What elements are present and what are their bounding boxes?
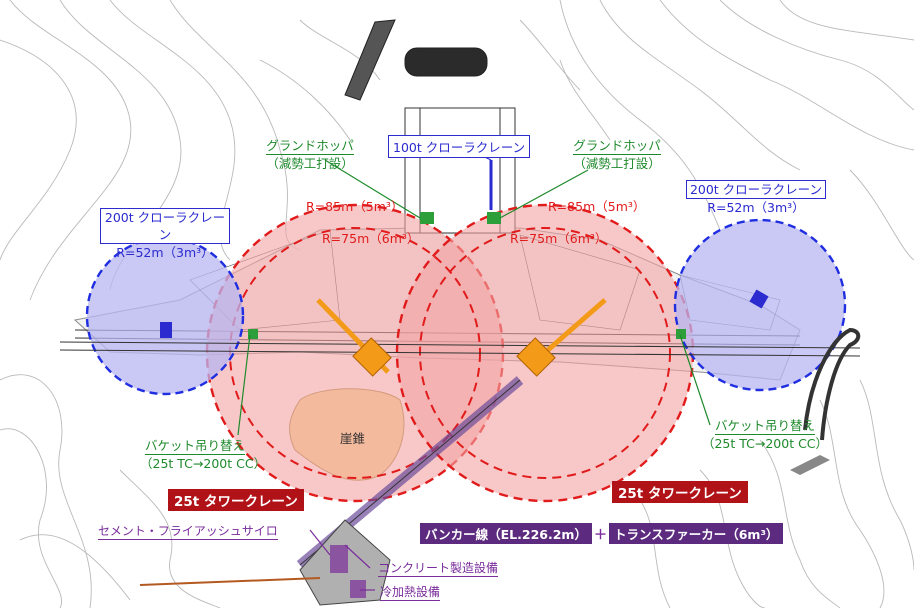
bucket-right-sub: （25t TC→200t CC）: [701, 436, 829, 451]
bucket-left-title: バケット吊り替え: [144, 438, 245, 455]
talus-label: 崖錐: [340, 431, 366, 446]
hopper-right-title: グランドホッパ: [573, 138, 661, 155]
leader-lines: [237, 149, 711, 591]
r75-left-label: R=75m（6m³）: [322, 231, 420, 246]
transfer-car-label: トランスファーカー（6m³）: [608, 523, 784, 544]
tower-crane-right-label: 25t タワークレーン: [612, 481, 748, 503]
hopper-left-label: グランドホッパ （減勢工打設）: [255, 137, 365, 172]
dam-axis: [59, 341, 861, 357]
bucket-right-label: バケット吊り替え （25t TC→200t CC）: [700, 417, 830, 452]
crawler-200t-right-title: 200t クローラクレーン: [685, 180, 827, 199]
cooling-label: 冷加熱設備: [380, 585, 441, 601]
crawler-200t-left-title: 200t クローラクレーン: [100, 208, 230, 244]
tower-crane-left-label: 25t タワークレーン: [168, 489, 304, 511]
bunker-line-group: バンカー線（EL.226.2m） ＋ トランスファーカー（6m³）: [420, 523, 784, 544]
r85-left-label: R=85m（5m³）: [306, 199, 404, 214]
hopper-right-sub: （減勢工打設）: [573, 156, 661, 171]
cranes: [160, 160, 769, 377]
crawler-200t-right-radius: R=52m（3m³）: [707, 200, 805, 215]
bucket-right-title: バケット吊り替え: [714, 418, 815, 435]
bucket-left-sub: （25t TC→200t CC）: [140, 456, 267, 471]
hopper-left-title: グランドホッパ: [266, 138, 354, 155]
concrete-plant-label: コンクリート製造設備: [378, 561, 499, 577]
hopper-right-label: グランドホッパ （減勢工打設）: [562, 137, 672, 172]
structure-small: [790, 455, 830, 475]
crawler-100t-label: 100t クローラクレーン: [388, 135, 531, 158]
crawler-200t-left-radius: R=52m（3m³）: [116, 245, 214, 260]
plus-sign: ＋: [593, 528, 607, 543]
crawler-200t-left-label: 200t クローラクレーン R=52m（3m³）: [100, 208, 230, 261]
bucket-left-label: バケット吊り替え （25t TC→200t CC）: [140, 437, 266, 472]
r75-right-label: R=75m（6m³）: [510, 231, 608, 246]
plant-area: [139, 519, 391, 606]
silo-label: セメント・フライアッシュサイロ: [98, 524, 278, 540]
bunker-label: バンカー線（EL.226.2m）: [420, 523, 592, 544]
crawler-200t-right-label: 200t クローラクレーン R=52m（3m³）: [676, 180, 836, 216]
access-road: [803, 327, 861, 441]
hopper-left-sub: （減勢工打設）: [266, 156, 354, 171]
top-structures: [344, 19, 488, 101]
r85-right-label: R=85m（5m³）: [548, 199, 646, 214]
